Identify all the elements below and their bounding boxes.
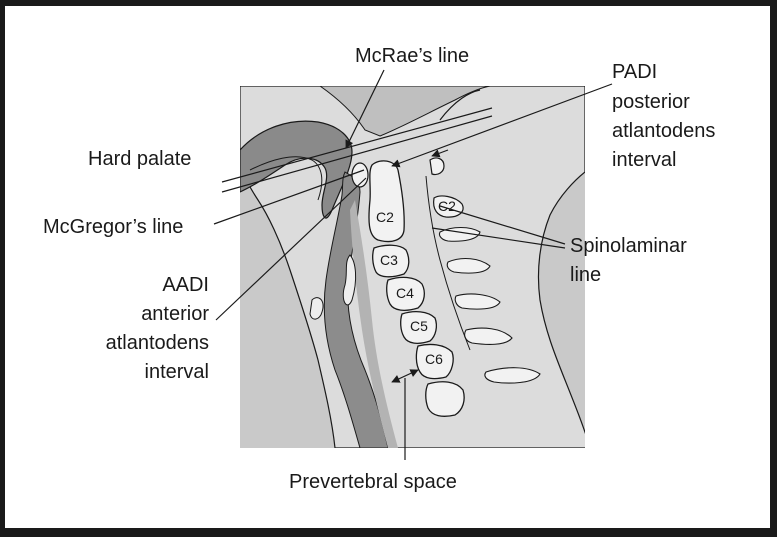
c3-body — [372, 244, 410, 278]
spinolaminar-leader-1 — [439, 205, 566, 245]
c6-label: C6 — [425, 351, 443, 367]
epiglottis — [342, 254, 357, 306]
hard-palate-label: Hard palate — [88, 148, 191, 170]
c2-body-label: C2 — [376, 209, 394, 225]
mcrae-label: McRae’s line — [355, 45, 469, 67]
padi-label-1: PADI — [612, 61, 657, 83]
mcgregor-label: McGregor’s line — [43, 216, 183, 238]
padi-label-3: atlantodens — [612, 120, 715, 142]
aadi-label-3: atlantodens — [106, 332, 209, 354]
padi-label-2: posterior — [612, 91, 690, 113]
aadi-label-4: interval — [145, 361, 209, 383]
prevertebral-arrow — [391, 369, 419, 383]
spinolaminar-label-2: line — [570, 264, 601, 286]
c1-anterior-arch — [351, 162, 369, 188]
c7-body — [425, 381, 465, 417]
c3-label: C3 — [380, 252, 398, 268]
spinous-c5 — [454, 293, 501, 310]
c2-body — [368, 160, 405, 243]
c5-body — [400, 311, 437, 344]
posterior-arch-c1 — [429, 157, 445, 176]
c4-label: C4 — [396, 285, 414, 301]
mcgregor-line — [221, 115, 493, 193]
spinolaminar-label-1: Spinolaminar — [570, 235, 687, 257]
posterior-column — [425, 175, 471, 351]
c2-spinous-process — [433, 195, 464, 218]
padi-label-4: interval — [612, 149, 676, 171]
mcgregor-leader — [213, 169, 365, 225]
mcrae-leader — [345, 69, 385, 149]
c5-label: C5 — [410, 318, 428, 334]
skull-contour — [439, 89, 481, 121]
prevertebral-soft-tissue — [350, 200, 398, 448]
hyoid — [309, 297, 324, 320]
padi-arrow-tip — [431, 149, 449, 158]
spinolaminar-leader-2 — [431, 227, 566, 249]
occipital-region — [319, 86, 491, 137]
aadi-label-2: anterior — [141, 303, 209, 325]
spinous-c7 — [484, 367, 541, 384]
aadi-label-1: AADI — [162, 274, 209, 296]
mcrae-line — [221, 107, 493, 183]
c6-body — [415, 343, 454, 380]
prevertebral-label: Prevertebral space — [289, 471, 457, 493]
c4-body — [386, 276, 425, 311]
padi-arrow — [391, 83, 613, 168]
palate-inner — [249, 156, 323, 201]
aadi-leader — [215, 177, 367, 321]
spinous-c4 — [446, 257, 491, 274]
